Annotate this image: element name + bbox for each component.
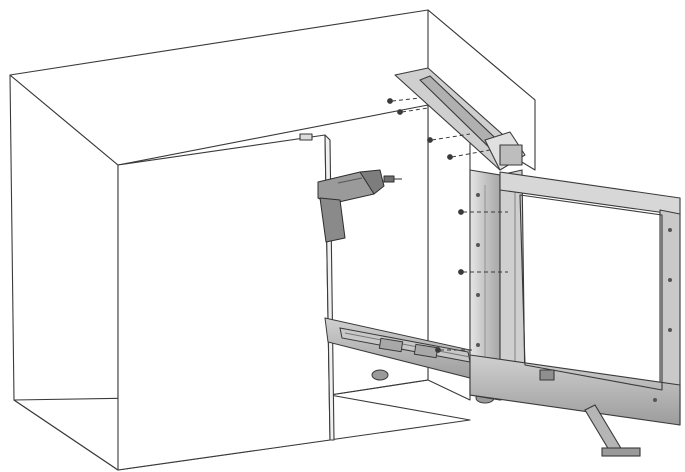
support-leg [584,404,641,457]
rail-hole [476,293,480,297]
drawer-slide [324,317,495,404]
vertical-rail [469,169,526,401]
bracket-block [499,144,523,166]
door-hinge [299,133,313,141]
rail-hole [476,343,480,347]
mounting-screws [387,97,508,353]
cabinet-door [117,133,335,471]
screw [458,269,508,275]
frame-latch [539,369,555,381]
screw [387,97,421,104]
slide-foot [371,369,389,381]
top-bracket [394,67,526,171]
screw [447,149,491,160]
screw [458,209,508,215]
rail-hole [476,193,480,197]
drill-icon [317,169,402,243]
rail-hole [476,243,480,247]
screw [427,133,471,143]
pull-out-frame [469,171,681,426]
screw [397,107,429,115]
screw [435,347,475,353]
